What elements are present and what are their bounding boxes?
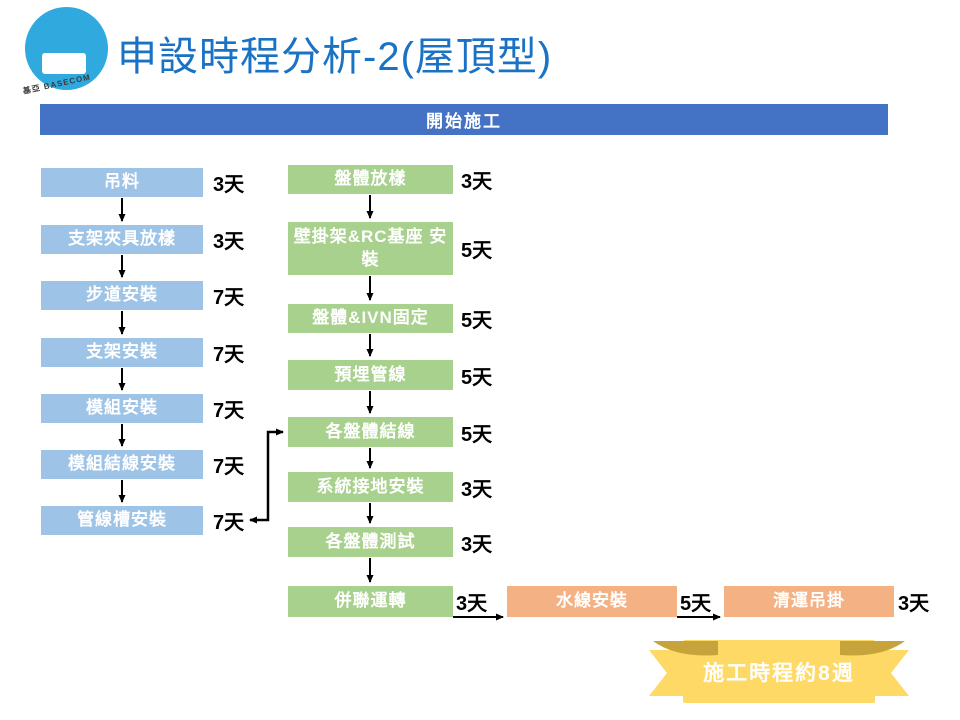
company-logo-mark (42, 53, 86, 74)
flow-step-rack-install: 支架安裝 (41, 338, 203, 367)
flow-step-panel-layout: 盤體放樣 (288, 165, 453, 194)
flow-step-cable-tray: 管線槽安裝 (41, 506, 203, 535)
start-construction-label: 開始施工 (426, 112, 502, 131)
flow-step-clamp-layout: 支架夾具放樣 (41, 225, 203, 254)
duration-label: 5天 (461, 366, 493, 389)
flow-step-walkway: 步道安裝 (41, 281, 203, 310)
flow-step-wallmount-base: 壁掛架&RC基座 安裝 (288, 222, 453, 275)
flow-step-panel-wiring: 各盤體結線 (288, 417, 453, 447)
duration-label: 7天 (213, 400, 245, 422)
duration-label: 3天 (461, 171, 493, 193)
duration-label: 5天 (461, 423, 493, 446)
company-logo-icon (25, 7, 108, 90)
duration-label: 7天 (213, 456, 245, 478)
duration-label: 7天 (213, 344, 245, 366)
duration-label: 3天 (461, 478, 493, 501)
arrow-elbow-connector (249, 428, 284, 524)
duration-label: 5天 (461, 310, 493, 332)
flow-step-grounding: 系統接地安裝 (288, 472, 453, 502)
duration-label: 5天 (461, 240, 493, 262)
flow-step-cleanup-hoist: 清運吊掛 (724, 586, 894, 617)
duration-label: 3天 (213, 231, 245, 253)
duration-label: 7天 (213, 287, 245, 309)
flow-step-module-wiring: 模組結線安裝 (41, 450, 203, 479)
flow-step-module-install: 模組安裝 (41, 394, 203, 423)
flow-step-lifting: 吊料 (41, 168, 203, 197)
flow-step-panel-test: 各盤體測試 (288, 527, 453, 557)
duration-label: 5天 (680, 593, 712, 615)
page-title: 申設時程分析-2(屋頂型) (117, 35, 553, 79)
duration-label: 3天 (213, 174, 245, 196)
flow-step-panel-ivn-fix: 盤體&IVN固定 (288, 304, 453, 333)
total-duration-banner: 施工時程約8週 (703, 661, 855, 685)
flow-step-water-line: 水線安裝 (507, 586, 677, 617)
duration-label: 3天 (461, 533, 493, 556)
flow-step-embed-conduit: 預埋管線 (288, 360, 453, 390)
flow-step-grid-connect: 併聯運轉 (288, 586, 453, 617)
duration-label: 3天 (898, 593, 930, 615)
start-construction-bar: 開始施工 (40, 104, 888, 135)
duration-label: 3天 (456, 593, 488, 615)
duration-label: 7天 (213, 512, 245, 534)
